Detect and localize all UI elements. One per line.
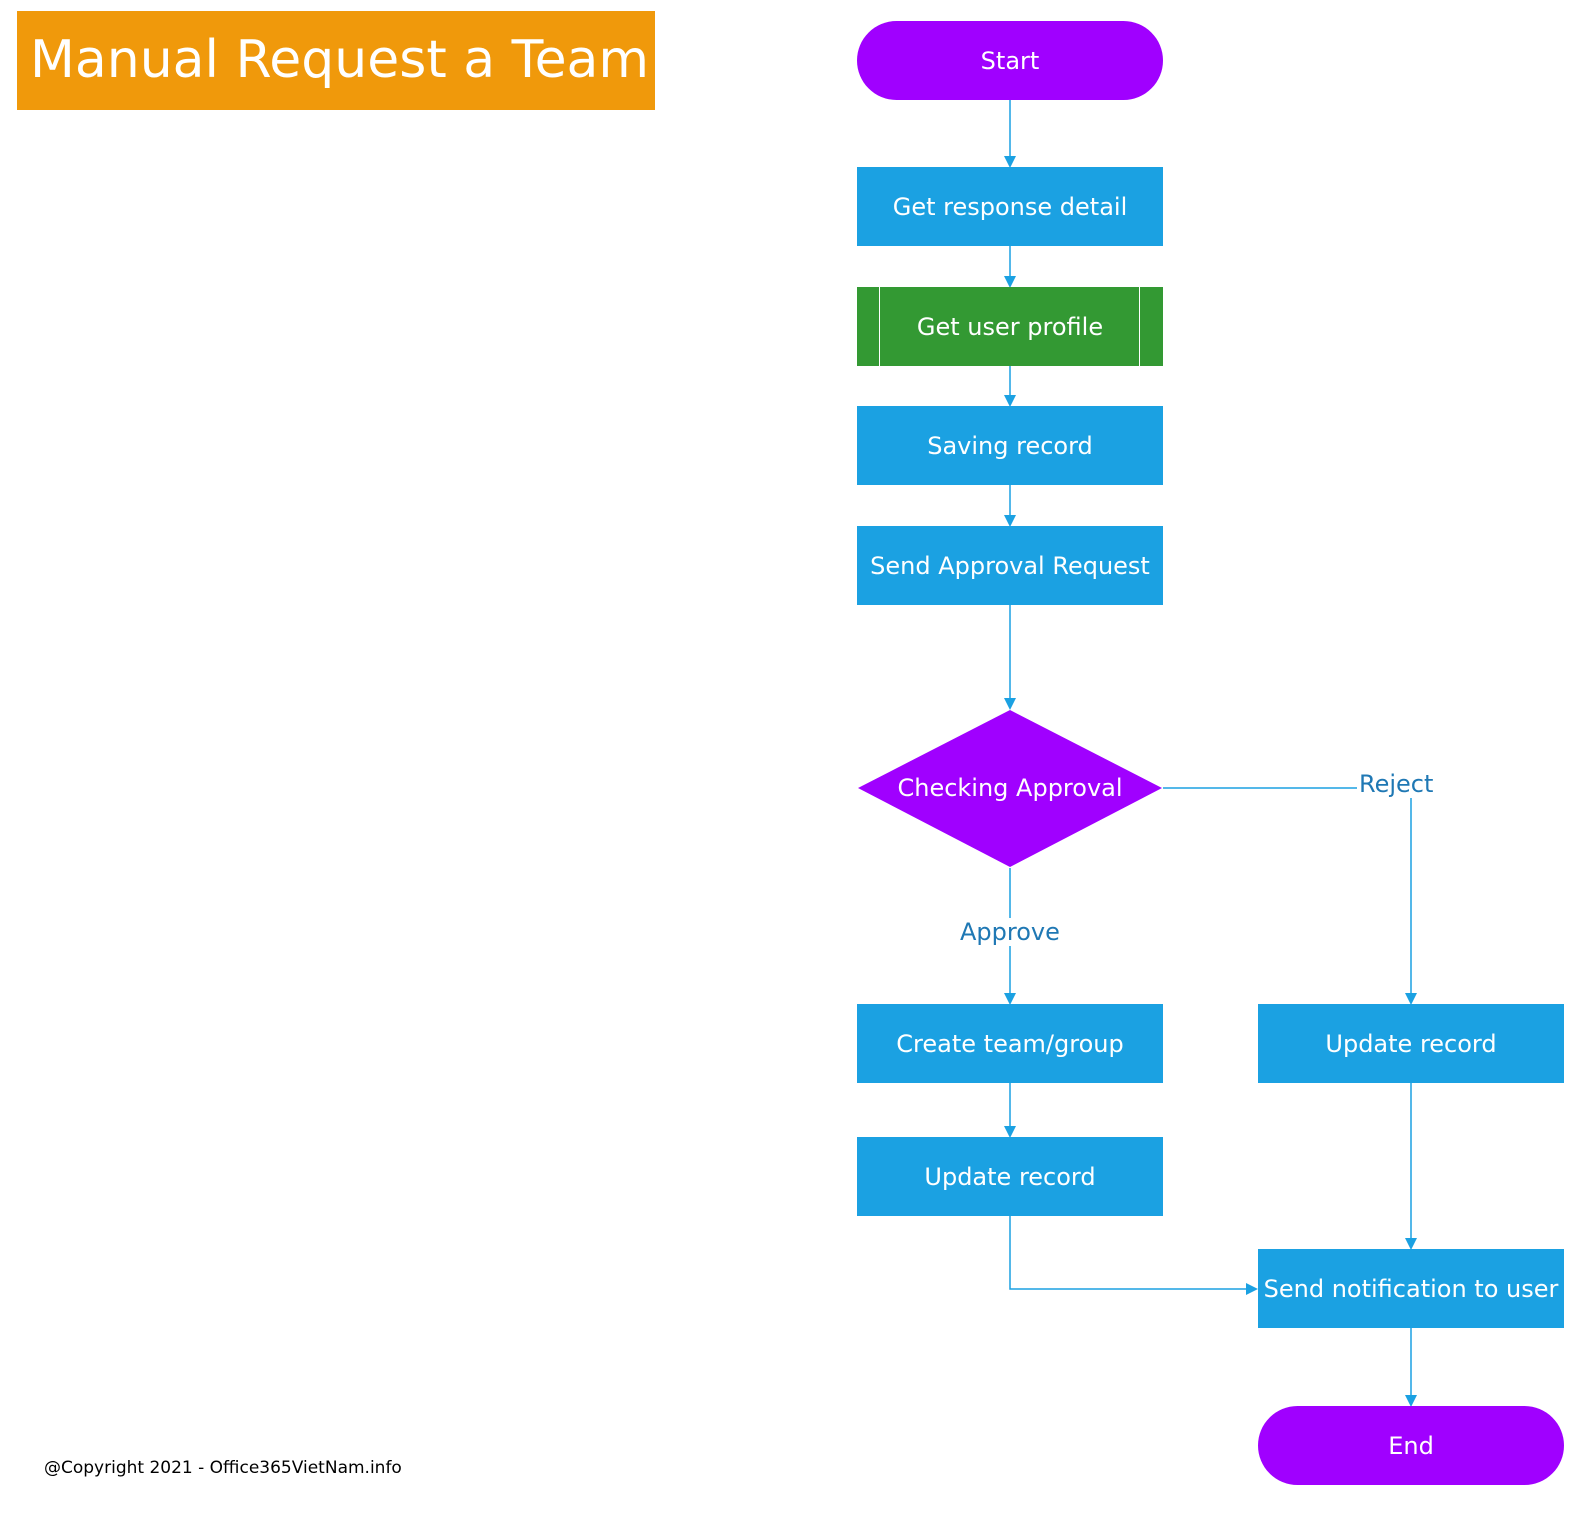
end-node: End	[1258, 1406, 1564, 1485]
reject-edge-label: Reject	[1357, 770, 1436, 798]
update-record-approve-node: Update record	[857, 1137, 1163, 1216]
create-team-group-label: Create team/group	[896, 1029, 1124, 1058]
send-approval-request-label: Send Approval Request	[870, 551, 1150, 580]
edge-checking-reject	[1163, 787, 1417, 1005]
start-node: Start	[857, 21, 1163, 100]
get-response-detail-label: Get response detail	[892, 192, 1128, 221]
page-title: Manual Request a Team	[17, 11, 655, 110]
decision-diamond	[858, 710, 1162, 867]
saving-record-label: Saving record	[927, 431, 1093, 460]
update-record-reject-label: Update record	[1325, 1029, 1497, 1058]
update-record-approve-label: Update record	[924, 1162, 1096, 1191]
send-notification-node: Send notification to user	[1258, 1249, 1564, 1328]
end-label: End	[1388, 1431, 1434, 1460]
subprocess-right-bar	[1139, 287, 1140, 366]
approve-edge-label: Approve	[958, 918, 1062, 946]
get-response-detail-node: Get response detail	[857, 167, 1163, 246]
update-record-reject-node: Update record	[1258, 1004, 1564, 1083]
saving-record-node: Saving record	[857, 406, 1163, 485]
copyright-footer: @Copyright 2021 - Office365VietNam.info	[44, 1458, 402, 1478]
start-label: Start	[980, 46, 1040, 75]
create-team-group-node: Create team/group	[857, 1004, 1163, 1083]
get-user-profile-node: Get user profile	[857, 287, 1163, 366]
edge-update-to-notify	[1009, 1216, 1258, 1295]
send-notification-label: Send notification to user	[1263, 1274, 1559, 1303]
send-approval-request-node: Send Approval Request	[857, 526, 1163, 605]
get-user-profile-label: Get user profile	[916, 312, 1104, 341]
checking-approval-label: Checking Approval	[897, 774, 1123, 802]
subprocess-left-bar	[879, 287, 880, 366]
